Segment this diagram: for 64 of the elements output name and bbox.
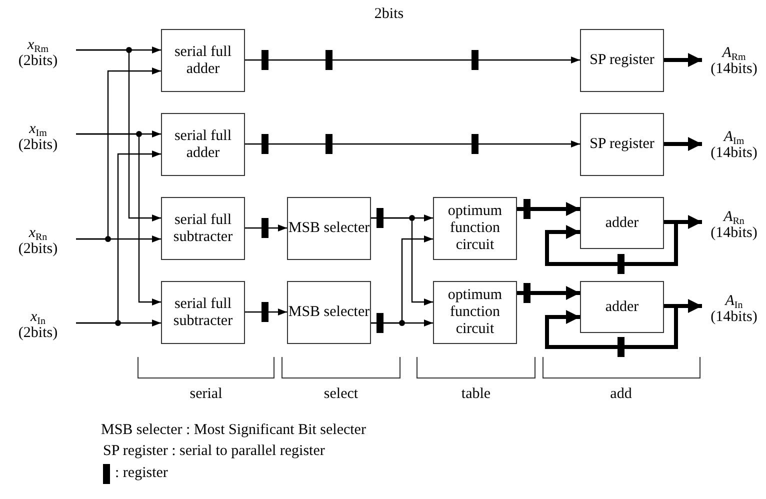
block-label: adder <box>605 214 639 232</box>
stage-label: select <box>324 386 358 403</box>
block-box <box>287 197 371 260</box>
thick-arrow <box>664 137 702 151</box>
arrow <box>76 49 161 222</box>
stage-label: table <box>461 386 491 403</box>
block-label: SP register <box>590 136 654 153</box>
legend-label: : register <box>115 465 168 482</box>
bit-width: (14bits) <box>710 61 758 77</box>
arrow <box>245 224 287 232</box>
block-box <box>580 113 664 176</box>
block-label: MSB selecter <box>288 220 370 237</box>
block-label: optimum function circuit <box>446 203 504 254</box>
thick-arrow <box>664 53 702 67</box>
block-box <box>161 281 245 344</box>
signal-name: A$_{Rn}$ <box>724 209 744 225</box>
signal-name: A$_{Rm}$ <box>722 45 746 61</box>
thick-arrow <box>517 286 580 300</box>
arrow <box>371 236 433 324</box>
thick-arrow <box>545 220 678 266</box>
block-label: serial full adder <box>173 44 233 78</box>
arrow <box>76 68 161 240</box>
block-box <box>287 281 371 344</box>
bit-width: (2bits) <box>18 53 58 69</box>
block-box <box>433 197 517 260</box>
signal-name: x$_{In}$ <box>30 309 46 325</box>
signal-name: x$_{Im}$ <box>29 121 47 137</box>
note: SP register : serial to parallel register <box>103 443 325 460</box>
note: MSB selecter : Most Significant Bit selecter <box>101 422 366 439</box>
bit-width: 2bits <box>374 6 404 23</box>
block-label: serial full subtracter <box>172 296 234 330</box>
thick-arrow <box>545 304 678 349</box>
arrow <box>76 150 161 324</box>
block-box <box>433 281 517 344</box>
arrow <box>371 217 433 306</box>
block-label: serial full subtracter <box>172 212 234 246</box>
signal-name: A$_{Im}$ <box>724 129 744 145</box>
arrow <box>245 56 580 64</box>
block-label: SP register <box>590 52 654 69</box>
bit-width: (2bits) <box>18 325 58 341</box>
bit-width: (2bits) <box>18 137 58 153</box>
bit-width: (2bits) <box>18 241 58 257</box>
arrow <box>245 308 287 316</box>
bit-width: (14bits) <box>710 145 758 161</box>
arrow <box>76 133 161 306</box>
bit-width: (14bits) <box>710 225 758 241</box>
block-label: MSB selecter <box>288 304 370 321</box>
stage-label: serial <box>190 386 222 403</box>
stage-label: add <box>610 386 632 403</box>
block-label: adder <box>605 298 639 316</box>
block-label: optimum function circuit <box>446 287 504 338</box>
block-box <box>580 197 664 249</box>
signal-name: x$_{Rm}$ <box>27 37 49 53</box>
arrow <box>245 140 580 148</box>
thick-arrow <box>517 202 580 216</box>
block-box <box>161 197 245 260</box>
block-box <box>161 113 245 176</box>
block-box <box>580 29 664 92</box>
signal-name: A$_{In}$ <box>725 293 743 309</box>
bit-width: (14bits) <box>710 309 758 325</box>
signal-name: x$_{Rn}$ <box>28 225 48 241</box>
block-box <box>580 281 664 333</box>
block-box <box>161 29 245 92</box>
block-label: serial full adder <box>173 128 233 162</box>
